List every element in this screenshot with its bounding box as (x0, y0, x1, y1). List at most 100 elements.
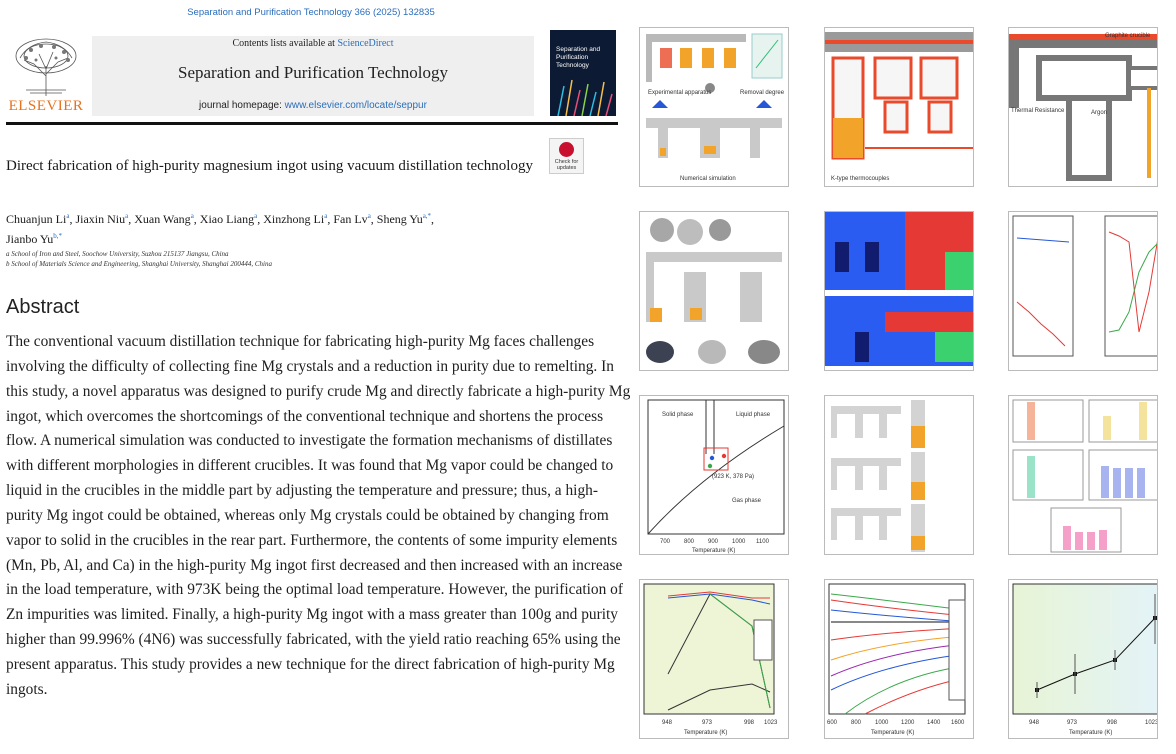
x-tick: 800 (851, 720, 862, 726)
x-tick: 1023 (764, 720, 778, 726)
author-affiliation-mark[interactable]: a (190, 212, 194, 220)
graphical-abstract-diagram: Experimental apparatus Removal degree Nu… (646, 33, 785, 182)
figure-thumbnail-phase-diagram[interactable]: Solid phase Liquid phase Gas phase (923 … (639, 395, 789, 555)
sciencedirect-link[interactable]: ScienceDirect (337, 38, 394, 49)
x-tick: 948 (1029, 720, 1040, 726)
x-tick: 1023 (1145, 720, 1158, 726)
figure-thumbnail-vapor-pressure-curves[interactable]: 600 800 1000 1200 1400 1600 Temperature … (824, 579, 974, 739)
x-tick: 998 (1107, 720, 1118, 726)
author-affiliation-mark[interactable]: a (125, 212, 129, 220)
x-axis-label: Temperature (K) (871, 730, 914, 736)
masthead: ELSEVIER Contents lists available at Sci… (6, 30, 618, 118)
phase-annotation: (923 K, 378 Pa) (712, 474, 754, 480)
x-tick: 700 (660, 539, 671, 545)
phase-label-liquid: Liquid phase (736, 412, 771, 418)
yield-plot: 948 973 998 1023 Temperature (K) (1012, 583, 1158, 736)
impurity-content-plot: 948 973 998 1023 Temperature (K) (643, 583, 778, 736)
crucible-series-diagram (831, 400, 925, 552)
figure-thumbnail-yield-plot[interactable]: 948 973 998 1023 Temperature (K) (1008, 579, 1158, 739)
pressure-temperature-plot (1012, 215, 1157, 357)
x-tick: 973 (702, 720, 713, 726)
elsevier-tree-icon (6, 36, 86, 98)
author[interactable]: Xinzhong Li (263, 212, 325, 226)
figure-thumbnail-apparatus-thermocouples[interactable]: K-type thermocouples (824, 27, 974, 187)
figure-thumbnail-pressure-temperature[interactable] (1008, 211, 1158, 371)
vapor-pressure-curves: 600 800 1000 1200 1400 1600 Temperature … (827, 583, 966, 736)
apparatus-diagram: K-type thermocouples (825, 32, 973, 182)
x-tick: 1000 (875, 720, 889, 726)
author[interactable]: Jianbo Yu (6, 232, 54, 246)
x-tick: 1000 (732, 539, 746, 545)
check-updates-label: Check for updates (554, 159, 579, 171)
journal-header-box: Contents lists available at ScienceDirec… (92, 36, 534, 116)
simulation-field-diagram (825, 212, 973, 366)
affiliation-b: b School of Materials Science and Engine… (6, 260, 272, 268)
x-tick: 998 (744, 720, 755, 726)
x-tick: 1600 (951, 720, 965, 726)
author[interactable]: Fan Lv (333, 212, 368, 226)
x-tick: 973 (1067, 720, 1078, 726)
x-axis-label: Temperature (K) (684, 730, 727, 736)
contents-prefix: Contents lists available at (232, 38, 335, 49)
author-affiliation-mark[interactable]: a (324, 212, 328, 220)
figure-label: Numerical simulation (680, 176, 736, 182)
affiliation-a: a School of Iron and Steel, Soochow Univ… (6, 250, 229, 258)
author[interactable]: Xuan Wang (134, 212, 191, 226)
figure-thumbnail-thermal-model[interactable]: Graphite crucible Argon Thermal Resistan… (1008, 27, 1158, 187)
figure-thumbnail-graphical-abstract[interactable]: Experimental apparatus Removal degree Nu… (639, 27, 789, 187)
cover-title: Separation and Purification Technology (556, 46, 601, 69)
journal-reference[interactable]: Separation and Purification Technology 3… (187, 7, 435, 18)
figure-legend: Graphite crucible (1105, 33, 1151, 39)
elsevier-tree-logo[interactable] (6, 36, 86, 118)
author-affiliation-mark[interactable]: a (254, 212, 258, 220)
abstract-text: The conventional vacuum distillation tec… (6, 333, 631, 698)
thermal-model-diagram: Graphite crucible Argon Thermal Resistan… (1009, 33, 1157, 181)
author[interactable]: Chuanjun Li (6, 212, 67, 226)
check-for-updates-button[interactable]: Check for updates (549, 138, 584, 174)
contents-line: Contents lists available at ScienceDirec… (92, 38, 534, 49)
author-affiliation-mark[interactable]: a (367, 212, 371, 220)
journal-title: Separation and Purification Technology (178, 63, 448, 82)
figure-legend: Thermal Resistance (1011, 108, 1065, 114)
figure-label: Removal degree (740, 90, 785, 96)
author-affiliation-mark[interactable]: a (66, 212, 70, 220)
x-tick: 948 (662, 720, 673, 726)
x-tick: 1200 (901, 720, 915, 726)
x-tick: 800 (684, 539, 695, 545)
impurity-bar-charts (1012, 399, 1157, 553)
figure-thumbnail-impurity-content-plot[interactable]: 948 973 998 1023 Temperature (K) (639, 579, 789, 739)
x-axis-label: Temperature (K) (1069, 730, 1112, 736)
elsevier-wordmark: ELSEVIER (8, 98, 84, 114)
author[interactable]: Sheng Yu (376, 212, 423, 226)
figure-thumbnail-crucible-series[interactable] (824, 395, 974, 555)
journal-homepage-line: journal homepage: www.elsevier.com/locat… (92, 100, 534, 111)
figure-label: Experimental apparatus (648, 90, 711, 96)
homepage-link[interactable]: www.elsevier.com/locate/seppur (284, 100, 427, 111)
products-diagram (646, 218, 782, 364)
article-title: Direct fabrication of high-purity magnes… (6, 158, 533, 174)
x-tick: 1100 (756, 539, 770, 545)
phase-label-solid: Solid phase (662, 412, 694, 418)
journal-cover-image[interactable]: Separation and Purification Technology (550, 30, 616, 116)
author[interactable]: Xiao Liang (199, 212, 255, 226)
x-tick: 600 (827, 720, 838, 726)
phase-diagram-chart: Solid phase Liquid phase Gas phase (923 … (647, 399, 785, 554)
figure-legend: Argon (1091, 110, 1107, 116)
figure-thumbnail-simulation-field[interactable] (824, 211, 974, 371)
x-axis-label: Temperature (K) (692, 548, 735, 554)
figure-caption: K-type thermocouples (831, 176, 889, 182)
homepage-label: journal homepage: (199, 100, 282, 111)
figure-thumbnail-products[interactable] (639, 211, 789, 371)
author-affiliation-mark[interactable]: b,* (53, 232, 62, 240)
figure-thumbnail-impurity-bars[interactable] (1008, 395, 1158, 555)
author-affiliation-mark[interactable]: a,* (422, 212, 432, 220)
phase-label-gas: Gas phase (732, 498, 762, 504)
x-tick: 1400 (927, 720, 941, 726)
abstract-heading: Abstract (6, 296, 80, 318)
affiliations: a School of Iron and Steel, Soochow Univ… (6, 249, 546, 269)
check-updates-icon (559, 142, 574, 157)
x-tick: 900 (708, 539, 719, 545)
cover-artwork (557, 79, 613, 116)
author[interactable]: Jiaxin Niu (75, 212, 126, 226)
author-list: Chuanjun Lia, Jiaxin Niua, Xuan Wanga, X… (6, 212, 435, 246)
